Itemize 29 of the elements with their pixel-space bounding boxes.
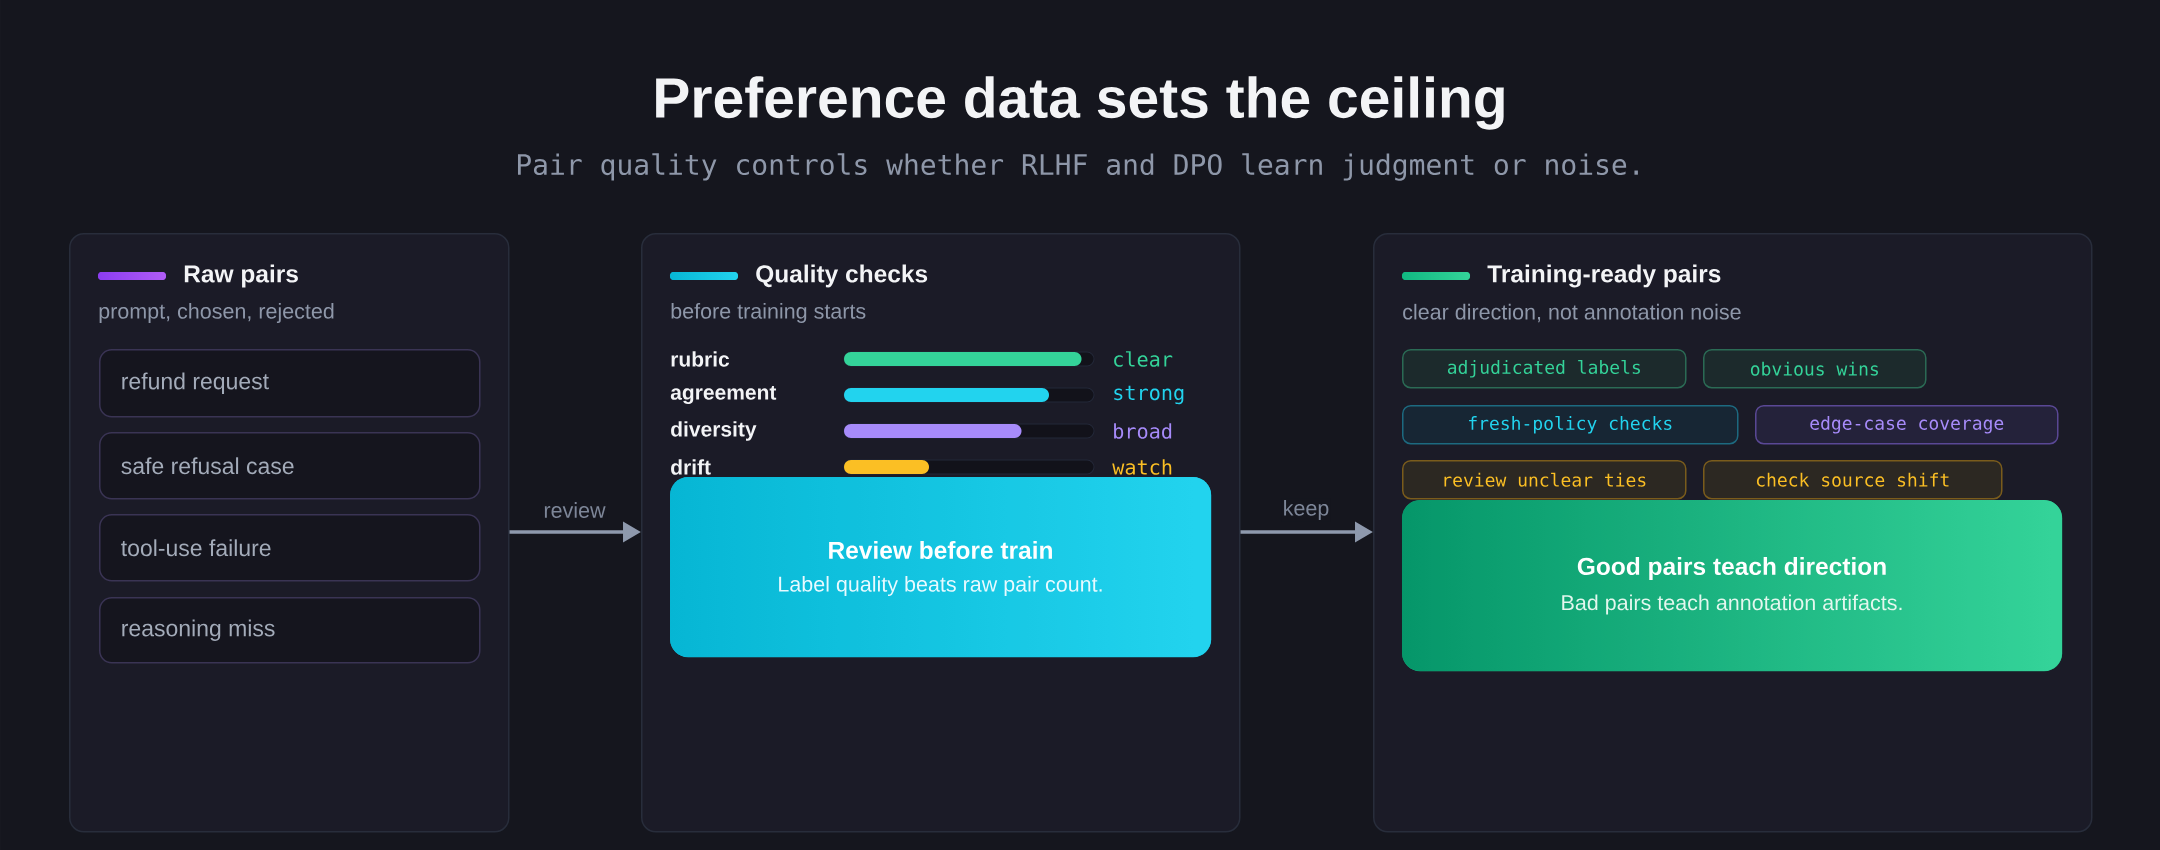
panel-subtitle: prompt, chosen, rejected: [99, 303, 334, 323]
item-box: safe refusal case: [99, 432, 481, 500]
status-label: broad: [1114, 423, 1172, 439]
tag: adjudicated labels: [1402, 349, 1687, 389]
callout-text: Bad pairs teach annotation artifacts.: [1562, 594, 1902, 615]
panel-heading: Training-ready pairs: [1487, 264, 1721, 288]
tag: review unclear ties: [1402, 460, 1687, 500]
item-box: refund request: [99, 349, 481, 418]
tag: obvious wins: [1703, 349, 1927, 389]
callout-title: Review before train: [829, 541, 1052, 559]
panel-subtitle: before training starts: [671, 303, 866, 323]
tag: edge-case coverage: [1755, 405, 2059, 445]
callout-title: Good pairs teach direction: [1577, 557, 1886, 580]
edge-label: keep: [1281, 498, 1331, 522]
callout-text: Label quality beats raw pair count.: [779, 576, 1102, 596]
row-label: diversity: [671, 421, 757, 441]
item-box: tool-use failure: [99, 514, 481, 582]
title: Preference data sets the ceiling: [656, 76, 1504, 130]
subtitle: Pair quality controls whether RLHF and DPO learn judgment or noise.: [518, 153, 1638, 181]
tag: check source shift: [1703, 460, 2003, 500]
item-box: reasoning miss: [99, 597, 481, 664]
status-label: clear: [1114, 351, 1173, 367]
row-label: agreement: [670, 385, 777, 405]
panel-heading: Raw pairs: [184, 264, 298, 288]
tag: fresh-policy checks: [1402, 405, 1739, 445]
status-label: strong: [1114, 385, 1184, 405]
row-label: rubric: [671, 351, 730, 367]
panel-heading: Quality checks: [756, 264, 928, 288]
panel-subtitle: clear direction, not annotation noise: [1403, 303, 1741, 323]
